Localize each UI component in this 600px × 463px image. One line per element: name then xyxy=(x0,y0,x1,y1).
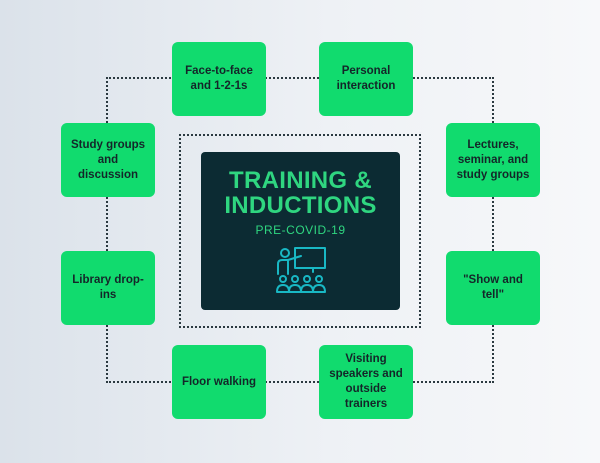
node-visiting-speakers: Visiting speakers and outside trainers xyxy=(319,345,413,419)
node-face-to-face: Face-to-face and 1-2-1s xyxy=(172,42,266,116)
center-title: TRAINING & INDUCTIONS xyxy=(224,167,377,219)
center-subtitle: PRE-COVID-19 xyxy=(255,223,346,237)
node-lectures: Lectures, seminar, and study groups xyxy=(446,123,540,197)
classroom-teacher-icon xyxy=(275,247,326,293)
node-study-groups: Study groups and discussion xyxy=(61,123,155,197)
outer-dotted-loop xyxy=(106,77,494,383)
node-floor-walking: Floor walking xyxy=(172,345,266,419)
node-library-drop-ins: Library drop-ins xyxy=(61,251,155,325)
center-panel: TRAINING & INDUCTIONS PRE-COVID-19 xyxy=(201,152,400,310)
inner-dotted-frame xyxy=(179,134,421,328)
node-personal-interaction: Personal interaction xyxy=(319,42,413,116)
node-show-and-tell: "Show and tell" xyxy=(446,251,540,325)
